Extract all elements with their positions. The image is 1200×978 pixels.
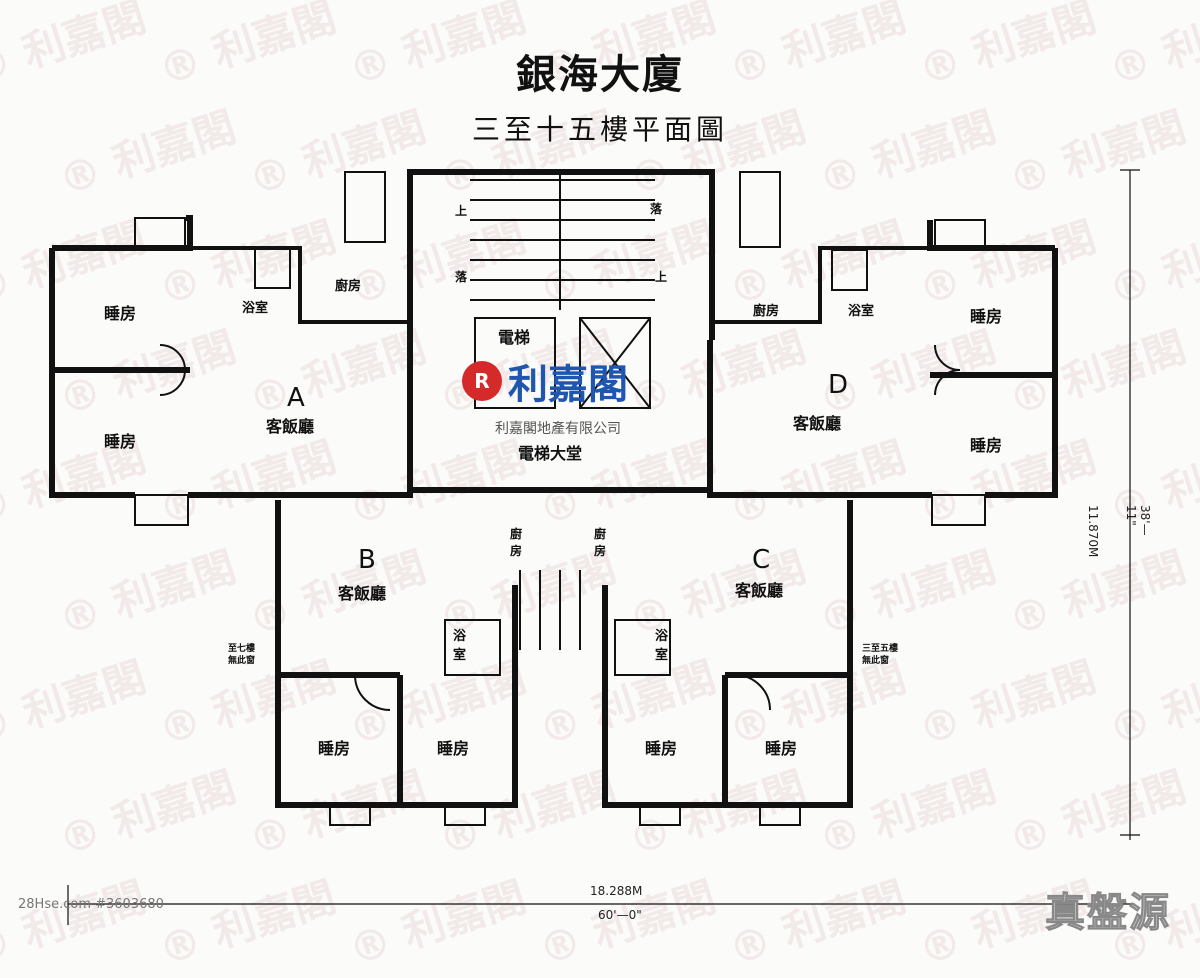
unit-b-label: B [358,545,376,575]
unit-a-living: 客飯廳 [266,417,315,436]
note-line: 三至五樓 [862,644,899,654]
unit-a-bedroom-2: 睡房 [104,432,137,451]
note-line: 無此窗 [862,656,890,666]
unit-c-bedroom-2: 睡房 [765,739,798,758]
note-line: 無此窗 [228,656,256,666]
unit-d-bedroom-1: 睡房 [970,307,1003,326]
unit-b-bedroom-1: 睡房 [318,739,351,758]
unit-c-kitchen: 廚房 [594,527,607,558]
unit-d-label: D [828,370,849,400]
unit-b-living: 客飯廳 [338,584,387,603]
depth-imperial: 38'—11" [1124,505,1152,536]
depth-metric: 11.870M [1086,505,1100,558]
company-name: 利嘉閣地產有限公司 [495,421,621,437]
stamp-mark: 真盤源 [1045,890,1171,937]
unit-c-bedroom-1: 睡房 [645,739,678,758]
lift-lobby-label: 電梯大堂 [518,444,583,463]
walls [49,169,1058,808]
unit-a-bedroom-1: 睡房 [104,304,137,323]
unit-a-bathroom: 浴室 [242,301,269,316]
unit-a-label: A [287,383,305,413]
lift-label: 電梯 [498,328,531,347]
stair-up-label-1: 上 [455,204,468,218]
window-note-left: 至七樓 無此窗 [228,643,255,667]
width-metric: 18.288M [590,884,643,898]
brand-logo: R 利嘉閣 [462,352,628,410]
unit-b-bedroom-2: 睡房 [437,739,470,758]
floor-subtitle: 三至十五樓平面圖 [471,113,728,146]
stair-down-label-1: 落 [455,270,468,284]
source-label: 28Hse.com #3603680 [18,897,164,912]
unit-c-label: C [752,545,771,575]
dimension-lines [67,169,1140,925]
unit-d-bedroom-2: 睡房 [970,436,1003,455]
unit-b-bathroom: 浴室 [453,629,467,663]
unit-a-kitchen: 廚房 [335,279,362,294]
stair-down-label-2: 落 [650,202,663,216]
floor-plan [49,169,1140,925]
unit-d-living: 客飯廳 [793,414,842,433]
unit-c-bathroom: 浴室 [655,629,669,663]
details [134,171,986,826]
brand-logo-icon: R [462,361,502,401]
unit-d-bathroom: 浴室 [848,304,875,319]
unit-d-kitchen: 廚房 [753,304,780,319]
note-line: 至七樓 [228,644,256,654]
unit-b-kitchen: 廚房 [510,527,523,558]
unit-c-living: 客飯廳 [735,581,784,600]
width-imperial: 60'—0" [598,908,642,922]
building-title: 銀海大廈 [516,52,684,98]
stair-up-label-2: 上 [655,270,668,284]
brand-name: 利嘉閣 [508,361,628,408]
window-note-right: 三至五樓 無此窗 [862,643,898,667]
